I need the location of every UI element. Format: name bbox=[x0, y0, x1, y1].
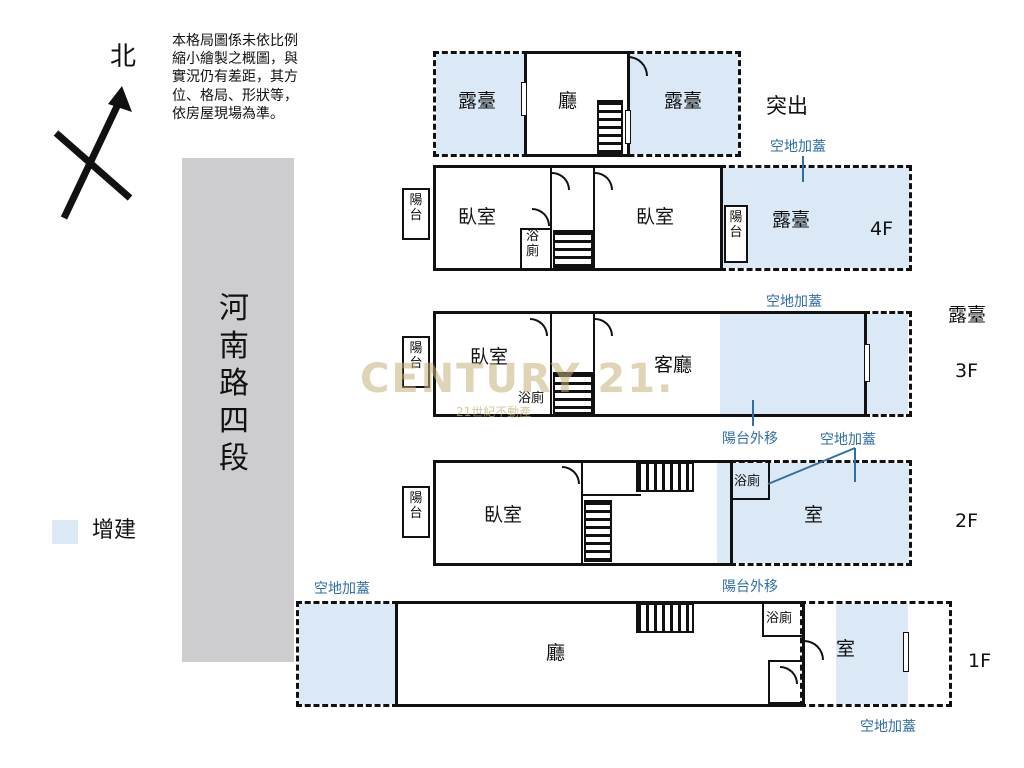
1f-hall: 廳 bbox=[546, 642, 566, 664]
2f-bedroom: 臥室 bbox=[484, 504, 523, 526]
2f-annotation-pointers bbox=[767, 447, 856, 485]
road-name: 河南路四段 bbox=[219, 291, 249, 476]
4f-bedroom-right: 臥室 bbox=[636, 206, 675, 228]
top-protrude: 突出 bbox=[766, 94, 808, 118]
2f-bath: 浴廁 bbox=[734, 474, 761, 489]
3f-terrace: 露臺 bbox=[948, 304, 987, 326]
4f-bath: 浴廁 bbox=[526, 229, 540, 259]
2f-annotation-bottom: 陽台外移 bbox=[722, 579, 778, 595]
legend-swatch bbox=[52, 520, 78, 544]
3f-bedroom: 臥室 bbox=[470, 346, 509, 368]
3f-wall bbox=[550, 314, 552, 414]
4f-balcony-left: 陽台 bbox=[402, 188, 430, 240]
4f-bath-wall bbox=[520, 228, 552, 230]
2f-floor-label: 2F bbox=[955, 510, 979, 532]
watermark-logo: CENTURY 21. bbox=[360, 356, 675, 402]
4f-annotation: 空地加蓋 bbox=[770, 139, 826, 155]
1f-right-extension-area bbox=[836, 604, 908, 704]
1f-main-outline bbox=[395, 601, 805, 707]
3f-extension-area bbox=[720, 314, 908, 414]
1f-closet-box bbox=[768, 660, 804, 704]
4f-terrace: 露臺 bbox=[772, 209, 811, 231]
3f-living: 客廳 bbox=[654, 354, 693, 376]
2f-wall bbox=[581, 463, 583, 563]
1f-stairs-icon bbox=[636, 603, 694, 633]
3f-floor-label: 3F bbox=[955, 360, 979, 382]
2f-main-outline bbox=[433, 460, 733, 566]
top-stairs-icon bbox=[597, 100, 623, 154]
3f-window-icon bbox=[864, 344, 870, 382]
1f-bath: 浴廁 bbox=[766, 611, 793, 626]
3f-annotation-bottom: 陽台外移 bbox=[722, 431, 778, 447]
north-arrow-icon bbox=[53, 86, 133, 220]
top-window-icon bbox=[521, 82, 527, 116]
2f-extension-area bbox=[717, 463, 909, 563]
top-terrace-left-area bbox=[436, 54, 526, 154]
1f-left-extension-area bbox=[299, 604, 395, 704]
road-strip bbox=[182, 158, 294, 662]
top-window-icon-2 bbox=[625, 110, 631, 144]
4f-bath-wall-v bbox=[520, 228, 522, 268]
2f-balcony: 陽台 bbox=[402, 486, 430, 538]
3f-terrace-outline bbox=[864, 311, 912, 417]
1f-right-outline bbox=[800, 601, 952, 707]
3f-bath: 浴廁 bbox=[518, 391, 545, 406]
1f-bath-box bbox=[762, 601, 804, 637]
1f-annotation-bottom: 空地加蓋 bbox=[860, 719, 916, 735]
2f-stairs-icon-2 bbox=[636, 462, 694, 492]
4f-stairs-icon bbox=[553, 230, 593, 268]
3f-wall-2 bbox=[593, 314, 595, 414]
top-terrace-left: 露臺 bbox=[458, 90, 497, 112]
watermark-subtext: 21世紀不動產 bbox=[456, 405, 532, 419]
1f-floor-label: 1F bbox=[968, 650, 992, 672]
1f-left-outline bbox=[296, 601, 398, 707]
4f-terrace-area bbox=[722, 168, 910, 268]
disclaimer-note: 本格局圖係未依比例 縮小繪製之概圖，與 實況仍有差距，其方 位、格局、形狀等， … bbox=[172, 33, 298, 122]
top-hall: 廳 bbox=[558, 90, 578, 112]
2f-annotation-top: 空地加蓋 bbox=[820, 432, 876, 448]
2f-bath-box bbox=[730, 460, 770, 500]
north-label: 北 bbox=[110, 42, 137, 72]
4f-floor-label: 4F bbox=[870, 218, 894, 240]
3f-stairs-icon bbox=[553, 372, 593, 414]
3f-annotation-pointer bbox=[752, 400, 754, 426]
4f-bedroom-left: 臥室 bbox=[458, 206, 497, 228]
legend-label: 增建 bbox=[92, 518, 137, 543]
2f-stairs-icon bbox=[584, 500, 612, 562]
2f-room: 室 bbox=[804, 504, 824, 526]
4f-wall-2 bbox=[593, 168, 595, 268]
1f-window-icon bbox=[903, 632, 909, 672]
3f-balcony: 陽台 bbox=[402, 336, 430, 388]
2f-wall-h bbox=[581, 494, 641, 496]
4f-wall bbox=[550, 168, 552, 268]
4f-balcony-right: 陽台 bbox=[724, 205, 748, 263]
4f-main-outline bbox=[433, 165, 723, 271]
1f-annotation-left: 空地加蓋 bbox=[314, 581, 370, 597]
3f-annotation-top: 空地加蓋 bbox=[766, 294, 822, 310]
1f-room: 室 bbox=[836, 638, 856, 660]
4f-annotation-pointer bbox=[802, 156, 804, 182]
top-terrace-right: 露臺 bbox=[664, 90, 703, 112]
